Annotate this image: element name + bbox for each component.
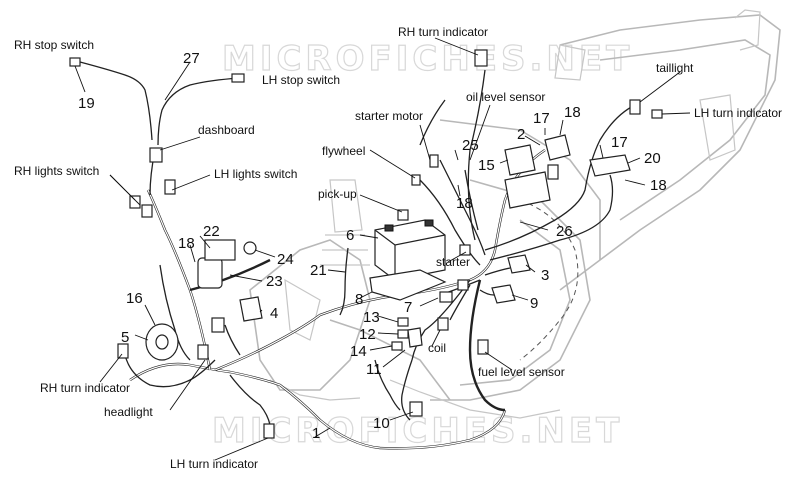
fuse-a bbox=[397, 317, 409, 327]
label-lh-turn-indicator-bottom: LH turn indicator bbox=[170, 457, 258, 471]
starter-relay bbox=[439, 291, 453, 303]
label-flywheel: flywheel bbox=[322, 144, 365, 158]
connectors bbox=[69, 49, 663, 439]
label-pick-up: pick-up bbox=[318, 187, 357, 201]
part-number-18c: 18 bbox=[456, 195, 473, 212]
part-number-22: 22 bbox=[203, 223, 220, 240]
part-number-17a: 17 bbox=[533, 110, 550, 127]
part-number-26: 26 bbox=[556, 223, 573, 240]
fuse-c bbox=[391, 341, 403, 351]
cable-21 bbox=[339, 247, 349, 316]
label-taillight: taillight bbox=[656, 61, 694, 75]
flasher bbox=[589, 154, 631, 177]
relay bbox=[507, 254, 531, 274]
label-lh-stop-switch: LH stop switch bbox=[262, 73, 340, 87]
label-coil: coil bbox=[428, 341, 446, 355]
part-number-11: 11 bbox=[366, 361, 382, 378]
label-lh-lights-switch: LH lights switch bbox=[214, 167, 297, 181]
part-number-20: 20 bbox=[644, 150, 661, 167]
label-starter: starter bbox=[436, 255, 470, 269]
voltage-regulator bbox=[239, 296, 263, 322]
label-rh-lights-switch: RH lights switch bbox=[14, 164, 99, 178]
label-oil-level-sensor: oil level sensor bbox=[466, 90, 545, 104]
label-rh-stop-switch: RH stop switch bbox=[14, 38, 94, 52]
label-dashboard: dashboard bbox=[198, 123, 255, 137]
part-number-1: 1 bbox=[312, 425, 320, 442]
part-number-3: 3 bbox=[541, 267, 549, 284]
part-number-17b: 17 bbox=[611, 134, 628, 151]
control-unit bbox=[504, 171, 551, 209]
part-number-25: 25 bbox=[462, 137, 479, 154]
part-number-27: 27 bbox=[183, 50, 200, 67]
part-number-18b: 18 bbox=[650, 177, 667, 194]
battery-tray bbox=[369, 269, 447, 301]
part-number-18a: 18 bbox=[564, 104, 581, 121]
label-fuel-level-sensor: fuel level sensor bbox=[478, 365, 565, 379]
label-starter-motor: starter motor bbox=[355, 109, 423, 123]
part-number-18d: 18 bbox=[178, 235, 195, 252]
coil bbox=[407, 327, 423, 348]
fuse-b bbox=[397, 329, 409, 339]
part-number-8: 8 bbox=[355, 291, 363, 308]
horn bbox=[145, 323, 179, 361]
label-rh-turn-indicator-left: RH turn indicator bbox=[40, 381, 130, 395]
part-number-9: 9 bbox=[530, 295, 538, 312]
part-number-6: 6 bbox=[346, 227, 354, 244]
ignition-switch bbox=[197, 239, 257, 289]
part-number-10: 10 bbox=[373, 415, 390, 432]
rh-stop-switch-wire bbox=[79, 61, 153, 141]
part-number-21: 21 bbox=[310, 262, 327, 279]
part-number-12: 12 bbox=[359, 326, 376, 343]
part-number-4: 4 bbox=[270, 305, 278, 322]
leader-lines bbox=[74, 37, 691, 461]
lh-stop-switch-wire bbox=[157, 77, 241, 146]
label-rh-turn-indicator-top: RH turn indicator bbox=[398, 25, 488, 39]
part-number-14: 14 bbox=[350, 343, 367, 360]
part-numbers: 1 2 3 4 5 6 7 8 9 10 11 12 13 14 15 16 1… bbox=[78, 50, 667, 442]
part-number-16: 16 bbox=[126, 290, 143, 307]
part-number-2: 2 bbox=[517, 126, 525, 143]
part-number-24: 24 bbox=[277, 251, 294, 268]
label-lh-turn-indicator-right: LH turn indicator bbox=[694, 106, 782, 120]
battery bbox=[374, 219, 446, 281]
part-number-19: 19 bbox=[78, 95, 95, 112]
frame-outline bbox=[249, 9, 781, 419]
part-number-5: 5 bbox=[121, 329, 129, 346]
part-number-23: 23 bbox=[266, 273, 283, 290]
dashed-outline bbox=[519, 199, 579, 361]
watermark-bottom: MICROFICHES.NET bbox=[212, 411, 623, 451]
regulator bbox=[504, 144, 536, 176]
fuse-holder bbox=[491, 284, 516, 304]
main-harness bbox=[124, 69, 636, 450]
part-number-7: 7 bbox=[404, 299, 412, 316]
part-number-15: 15 bbox=[478, 157, 495, 174]
part-number-13: 13 bbox=[363, 309, 380, 326]
ignition-unit bbox=[544, 134, 571, 161]
label-headlight: headlight bbox=[104, 405, 153, 419]
